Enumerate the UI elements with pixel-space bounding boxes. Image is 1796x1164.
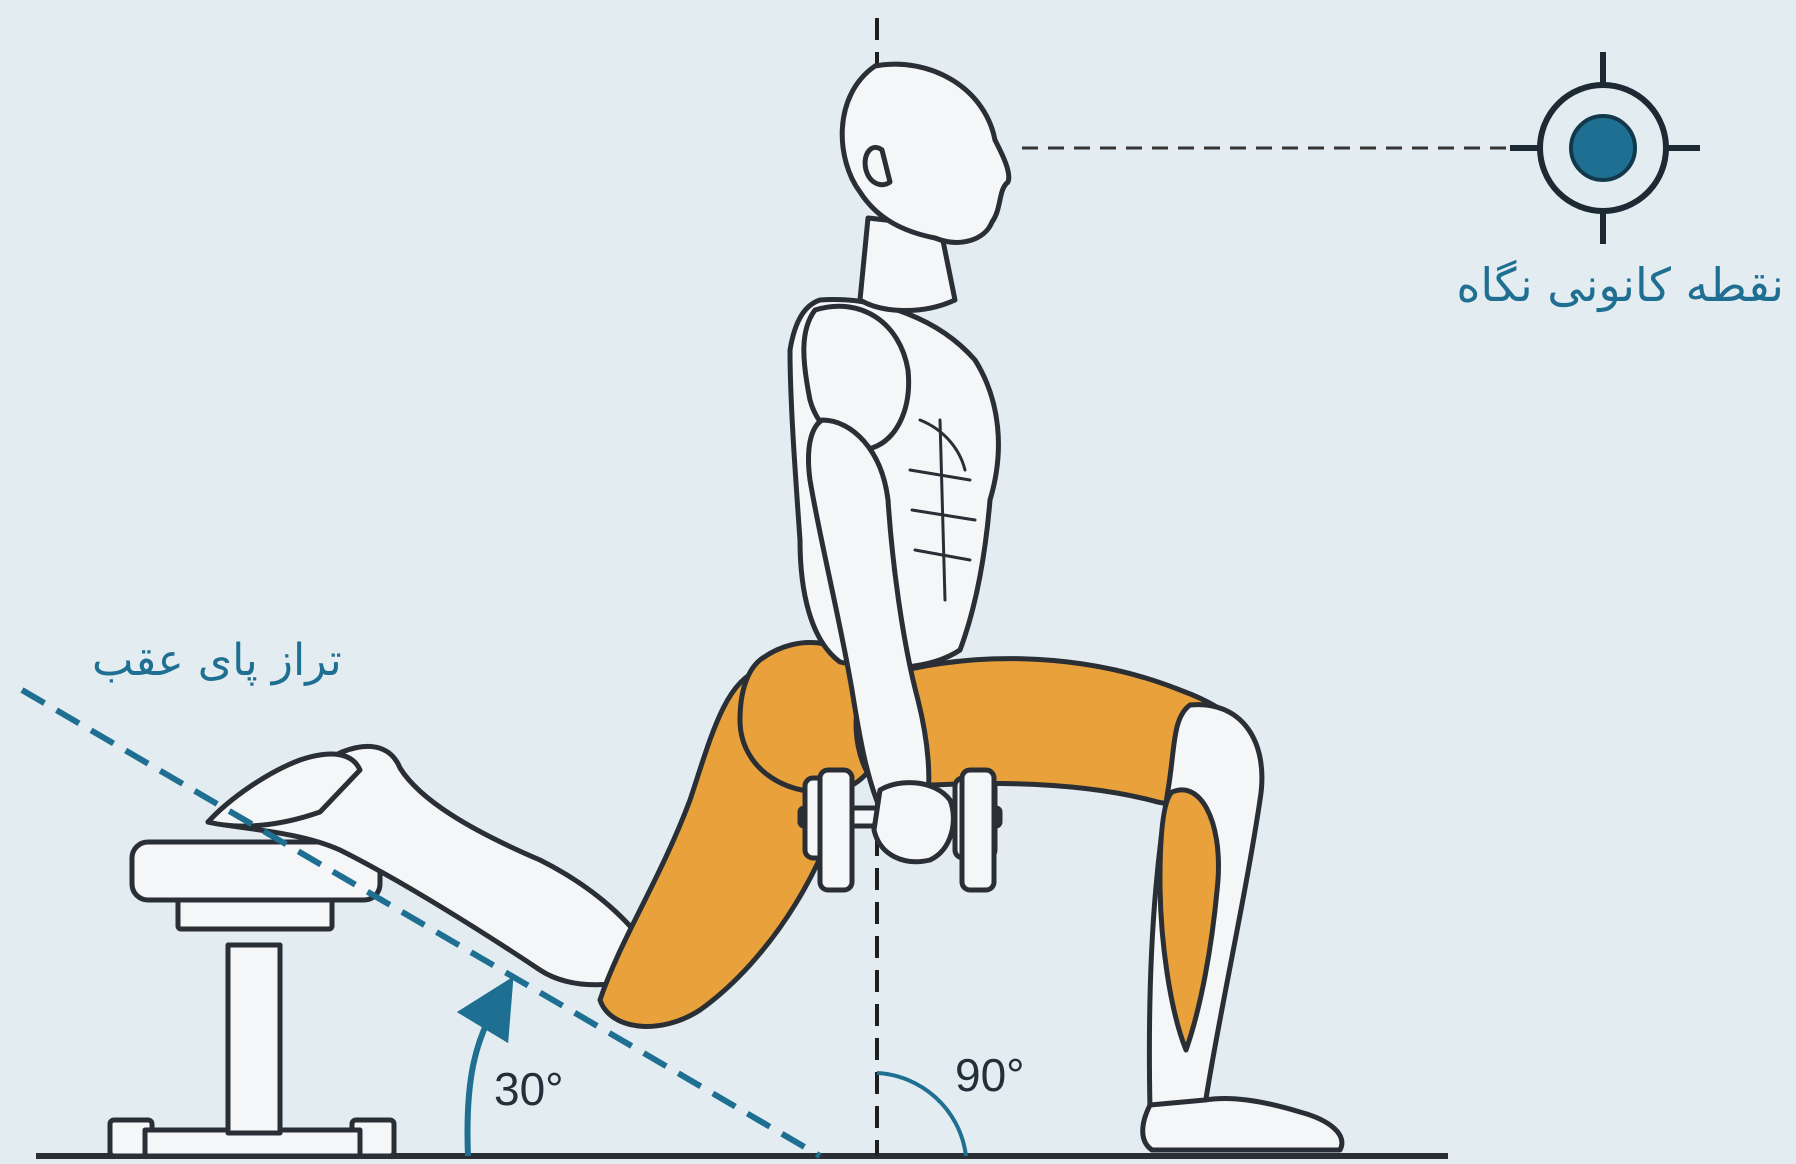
athlete-figure	[208, 64, 1342, 1150]
front-foot	[1143, 1099, 1342, 1151]
rear-leg-level-label: تراز پای عقب	[92, 635, 342, 686]
bench	[110, 842, 394, 1156]
angle-30-label: 30°	[494, 1062, 564, 1116]
crosshair-target-icon	[1510, 52, 1700, 244]
hand	[874, 783, 953, 862]
angle-90-label: 90°	[955, 1048, 1025, 1102]
angle-90-arc	[877, 1073, 966, 1156]
focal-point-label: نقطه کانونی نگاه	[1456, 258, 1784, 312]
